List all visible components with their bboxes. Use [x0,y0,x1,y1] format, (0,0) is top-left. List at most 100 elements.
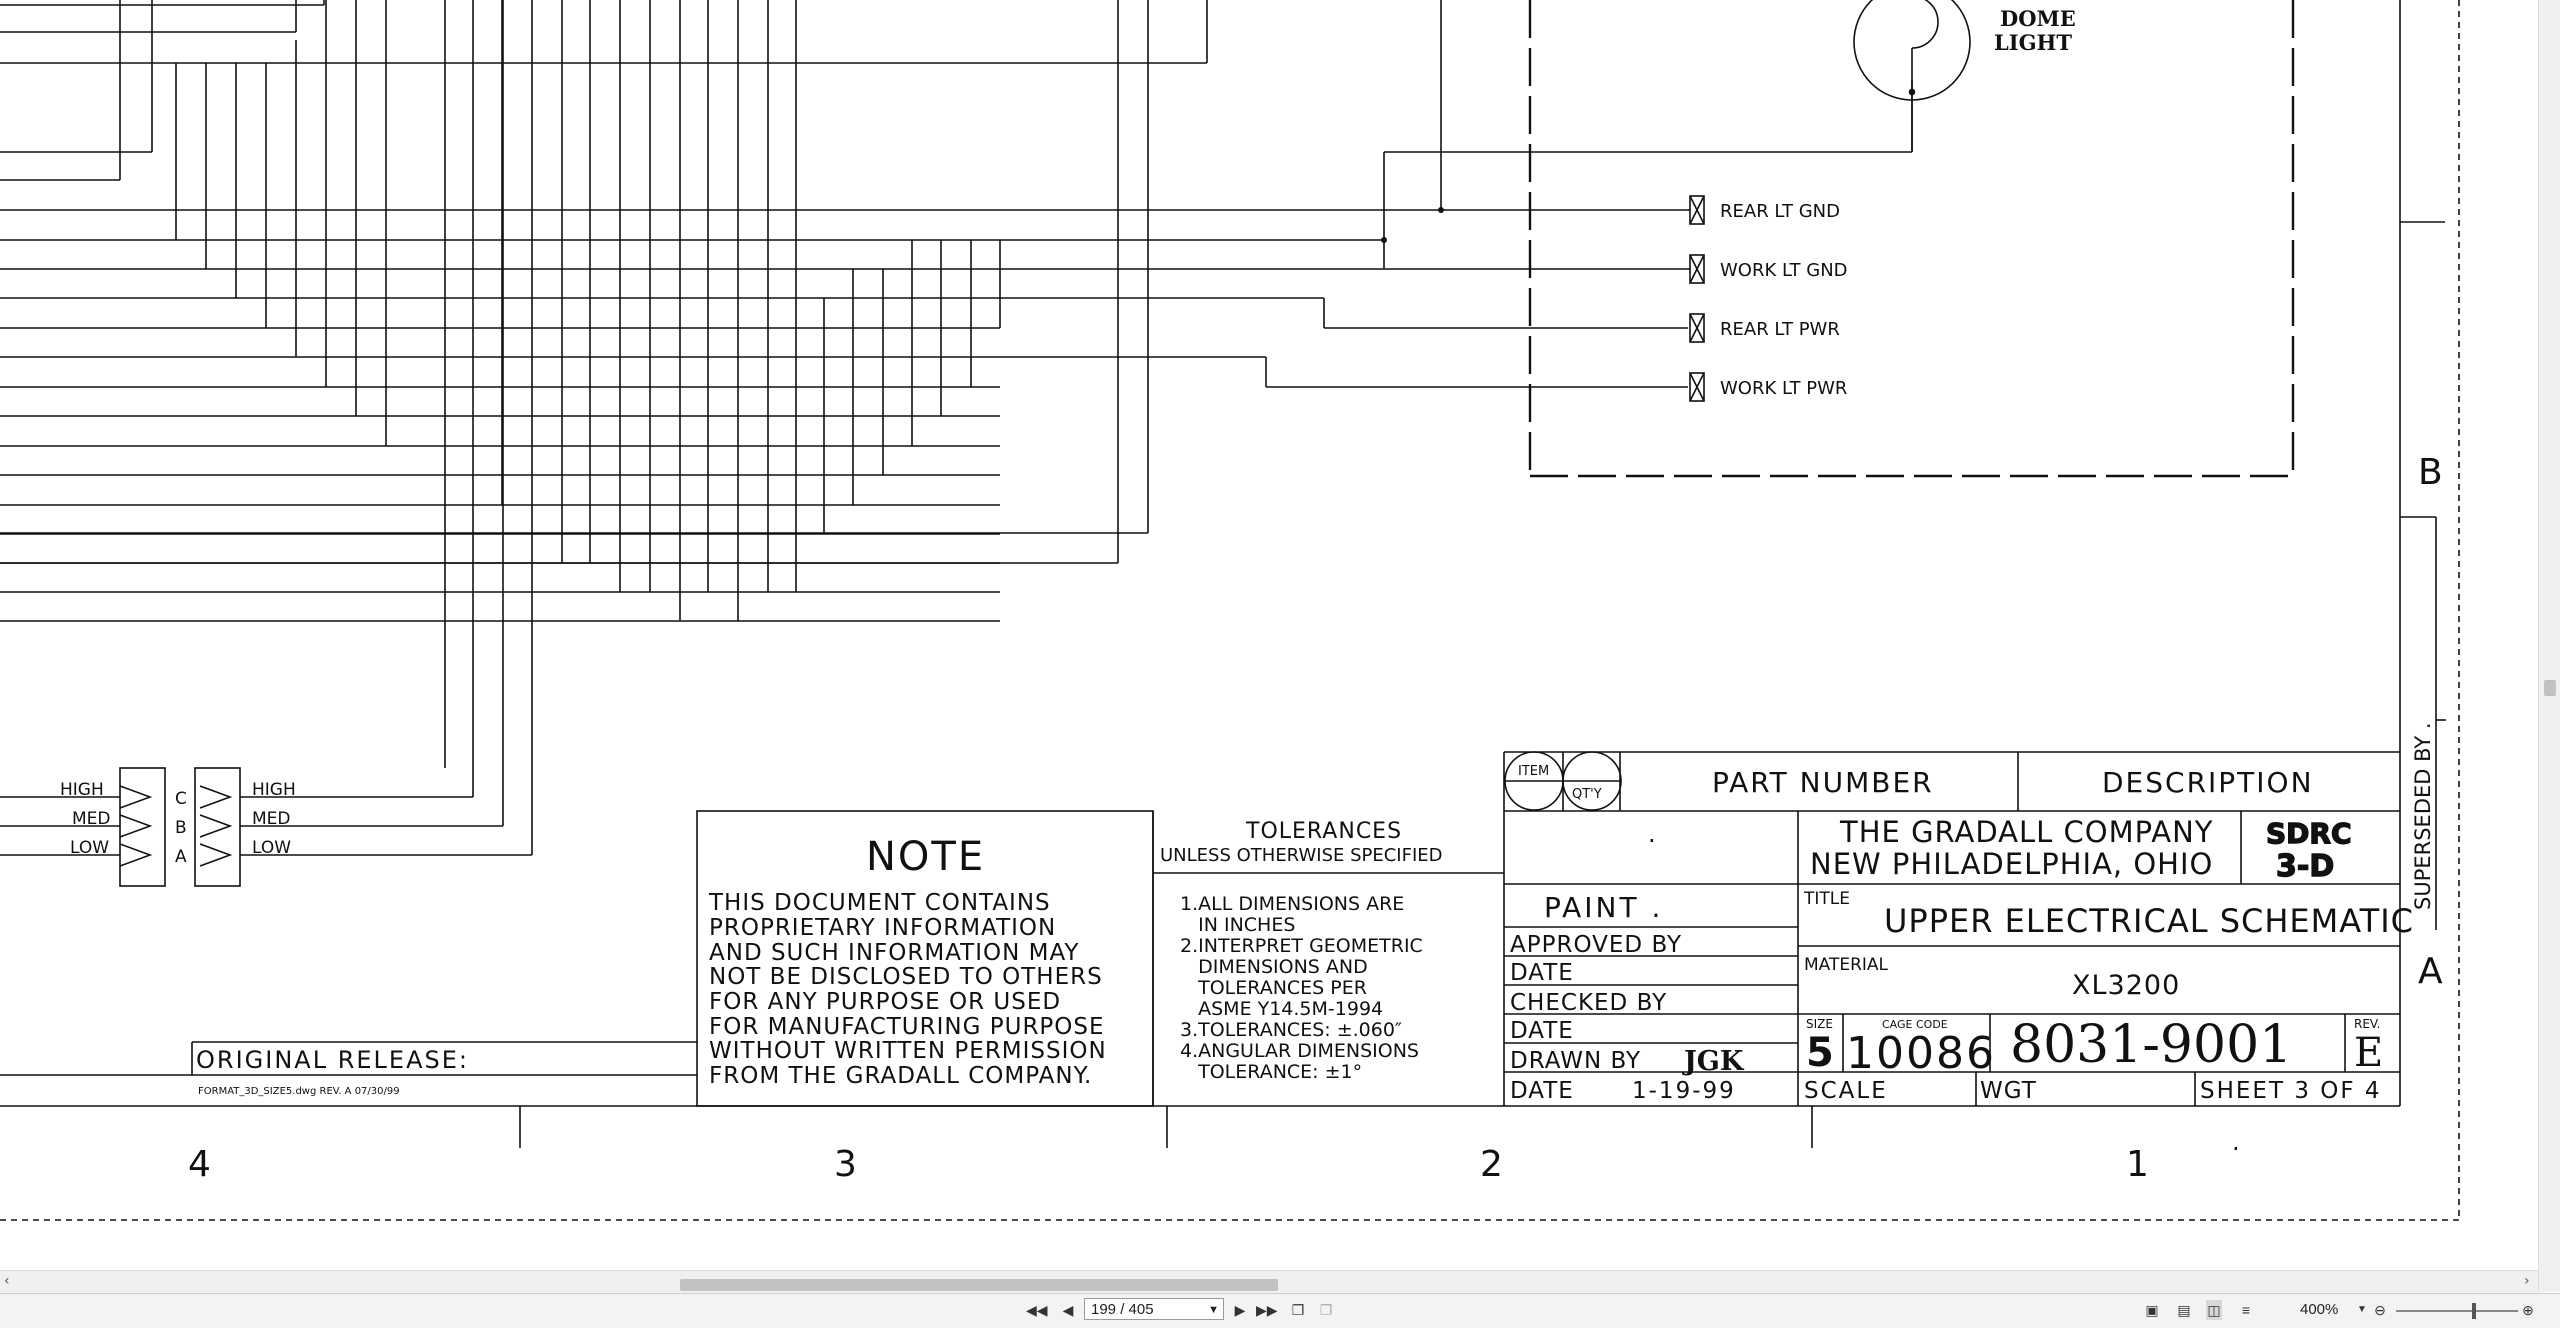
page-number-input[interactable]: 199 / 405 ▼ [1084,1298,1224,1320]
item-label: ITEM [1518,764,1549,779]
svg-text:PROPRIETARY INFORMATION: PROPRIETARY INFORMATION [709,915,1056,941]
wgt-label: WGT [1980,1078,2037,1104]
continuous-page-icon[interactable]: ▤ [2177,1302,2191,1318]
date-value: 1-19-99 [1632,1078,1736,1104]
terminal-label: REAR LT GND [1720,201,1840,222]
switch-letter: A [175,847,187,867]
svg-text:FROM THE GRADALL COMPANY.: FROM THE GRADALL COMPANY. [709,1063,1092,1089]
superseded-by: SUPERSEDED BY . [2411,722,2435,910]
next-page-icon[interactable]: ▶ [1234,1302,1246,1318]
two-page-icon[interactable]: ◫ [2206,1300,2222,1320]
svg-text:THIS DOCUMENT CONTAINS: THIS DOCUMENT CONTAINS [708,890,1051,916]
svg-text:4.ANGULAR DIMENSIONS: 4.ANGULAR DIMENSIONS [1180,1040,1419,1062]
horizontal-scrollbar[interactable]: ‹ › [0,1270,2538,1293]
zone-row-label: A [2418,951,2443,992]
copy-page-icon[interactable]: ❐ [1291,1302,1305,1318]
part-number-header: PART NUMBER [1712,766,1934,799]
dome-light-label-2: LIGHT [1994,30,2072,55]
checked-by-label: CHECKED BY [1510,990,1667,1016]
zone-label: 1 [2126,1144,2149,1185]
switch-letter: B [175,818,187,838]
zone-label: 4 [188,1144,211,1185]
note-heading: NOTE [866,834,985,880]
cage-code-label: CAGE CODE [1882,1018,1948,1031]
scroll-right-icon[interactable]: › [2524,1273,2530,1289]
switch-label: LOW [70,838,109,858]
viewer-toolbar: ◀◀ ◀ 199 / 405▼ ▶ ▶▶ ❐ ❐ ▣ ▤ ◫ ≡ 400% ▼ … [0,1293,2560,1328]
paint-label: PAINT . [1544,891,1663,924]
zoom-out-icon[interactable]: ⊖ [2374,1302,2386,1318]
title-block-lines [1503,751,2400,1106]
svg-text:IN INCHES: IN INCHES [1180,914,1295,936]
fit-width-icon[interactable]: ≡ [2241,1302,2251,1318]
sheet-border [0,0,2446,1148]
size-label: SIZE [1806,1017,1833,1031]
rev-label: REV. [2354,1017,2380,1031]
drawn-by-value: JGK [1682,1046,1745,1077]
terminal-label: WORK LT PWR [1720,378,1847,399]
svg-text:SDRC: SDRC [2266,817,2352,850]
switch-letter: C [175,789,187,809]
switch-label: HIGH [60,780,104,800]
company-name: THE GRADALL COMPANY [1839,815,2214,849]
light-enclosure [1528,0,2295,478]
tolerances-subheading: UNLESS OTHERWISE SPECIFIED [1160,845,1443,866]
speed-switch-connector [119,767,241,887]
switch-label: MED [72,809,111,829]
original-release: ORIGINAL RELEASE: [196,1046,469,1074]
material-label: MATERIAL [1804,955,1889,975]
format-file: FORMAT_3D_SIZE5.dwg REV. A 07/30/99 [198,1086,400,1097]
schematic-sheet: DOME LIGHT REAR LT GND WORK LT GND REAR … [0,0,2460,1221]
zoom-slider-handle[interactable] [2472,1303,2476,1319]
vertical-scroll-thumb[interactable] [2544,680,2556,696]
terminal-block [1688,195,1705,402]
date-label: DATE [1510,960,1574,986]
date-label: DATE [1510,1018,1574,1044]
svg-text:FOR ANY PURPOSE OR USED: FOR ANY PURPOSE OR USED [709,989,1061,1015]
qty-label: QT'Y [1572,787,1602,802]
rev-value: E [2354,1030,2383,1076]
company-location: NEW PHILADELPHIA, OHIO [1810,847,2213,881]
drawn-by-label: DRAWN BY [1510,1048,1641,1074]
horizontal-scroll-thumb[interactable] [680,1279,1278,1291]
zoom-in-icon[interactable]: ⊕ [2522,1302,2534,1318]
material-value: XL3200 [2072,970,2180,1001]
drawing-title: UPPER ELECTRICAL SCHEMATIC [1884,902,2414,940]
note-text: THIS DOCUMENT CONTAINS PROPRIETARY INFOR… [708,890,1107,1089]
part-dot: . [1648,820,1656,848]
wiring-lines [0,0,1913,856]
cage-code-value: 10086 [1846,1028,1996,1079]
last-page-icon[interactable]: ▶▶ [1256,1302,1278,1318]
zone-row-label: B [2418,452,2443,493]
vertical-scrollbar[interactable] [2538,0,2560,1292]
scroll-left-icon[interactable]: ‹ [4,1273,10,1289]
svg-text:WITHOUT WRITTEN PERMISSION: WITHOUT WRITTEN PERMISSION [709,1038,1107,1064]
terminal-label: WORK LT GND [1720,260,1848,281]
dome-light-label: DOME [2000,6,2076,31]
approved-by-label: APPROVED BY [1510,932,1682,958]
dome-light-symbol [1853,0,1971,152]
single-page-icon[interactable]: ▣ [2145,1302,2159,1318]
page-indicator: 199 / 405 [1091,1301,1154,1318]
svg-text:TOLERANCES PER: TOLERANCES PER [1180,977,1367,999]
first-page-icon[interactable]: ◀◀ [1026,1302,1048,1318]
scale-label: SCALE [1804,1078,1888,1104]
description-header: DESCRIPTION [2102,766,2314,799]
sheet-number: SHEET 3 OF 4 [2200,1078,2382,1104]
zoom-level[interactable]: 400% [2300,1301,2339,1318]
drawing-number: 8031-9001 [2010,1015,2292,1075]
zone-label: 2 [1480,1144,1503,1185]
prev-page-icon[interactable]: ◀ [1062,1302,1074,1318]
zoom-slider[interactable] [2396,1303,2518,1319]
switch-label: MED [252,809,291,829]
svg-text:ASME Y14.5M-1994: ASME Y14.5M-1994 [1180,998,1383,1020]
svg-text:3.TOLERANCES: ±.060″: 3.TOLERANCES: ±.060″ [1180,1019,1402,1041]
page-layout-icon[interactable]: ❐ [1319,1302,1333,1318]
chevron-down-icon[interactable]: ▼ [1208,1304,1219,1316]
svg-text:2.INTERPRET GEOMETRIC: 2.INTERPRET GEOMETRIC [1180,935,1423,957]
svg-text:FOR MANUFACTURING PURPOSE: FOR MANUFACTURING PURPOSE [709,1014,1105,1040]
svg-text:1.ALL DIMENSIONS ARE: 1.ALL DIMENSIONS ARE [1180,893,1404,915]
size-value: 5 [1806,1030,1834,1076]
zoom-dropdown-icon[interactable]: ▼ [2357,1304,2367,1315]
